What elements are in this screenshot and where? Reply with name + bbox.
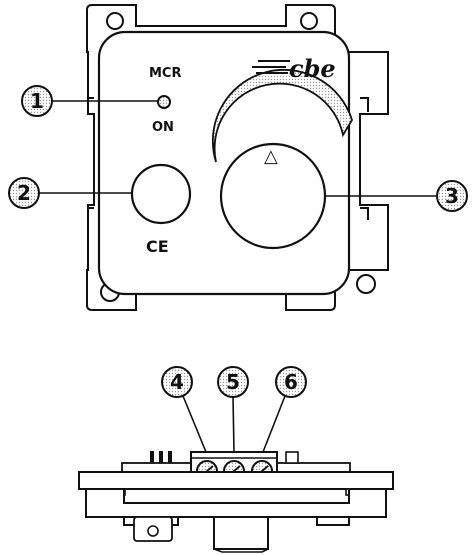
screw-hole-top-right — [300, 12, 318, 30]
frame-flange — [85, 488, 387, 518]
callout-4: 4 — [161, 366, 207, 453]
callout-5: 5 — [217, 366, 249, 453]
callout-6: 6 — [262, 366, 307, 453]
callout-2: 2 — [8, 177, 132, 209]
brand-swoosh — [252, 60, 290, 74]
brand-logo: cbe — [289, 54, 336, 83]
push-button — [130, 163, 192, 225]
svg-text:2: 2 — [17, 181, 31, 205]
mcr-label: MCR — [149, 66, 182, 81]
svg-text:4: 4 — [170, 370, 184, 394]
callout-1: 1 — [21, 85, 158, 117]
ce-mark: CE — [146, 237, 169, 256]
callout-3: 3 — [325, 180, 468, 212]
mounting-plate — [78, 471, 394, 490]
on-label: ON — [152, 120, 174, 135]
side-view — [78, 451, 394, 553]
svg-text:1: 1 — [30, 89, 44, 113]
screw-hole-bottom-right — [356, 274, 376, 294]
led-indicator — [157, 95, 171, 109]
svg-text:5: 5 — [226, 370, 240, 394]
svg-text:6: 6 — [284, 370, 298, 394]
svg-text:3: 3 — [445, 184, 459, 208]
knob-scale-arc — [211, 68, 353, 163]
front-view — [86, 4, 389, 311]
screw-hole-top-left — [106, 12, 124, 30]
knob-marker: △ — [264, 146, 278, 167]
